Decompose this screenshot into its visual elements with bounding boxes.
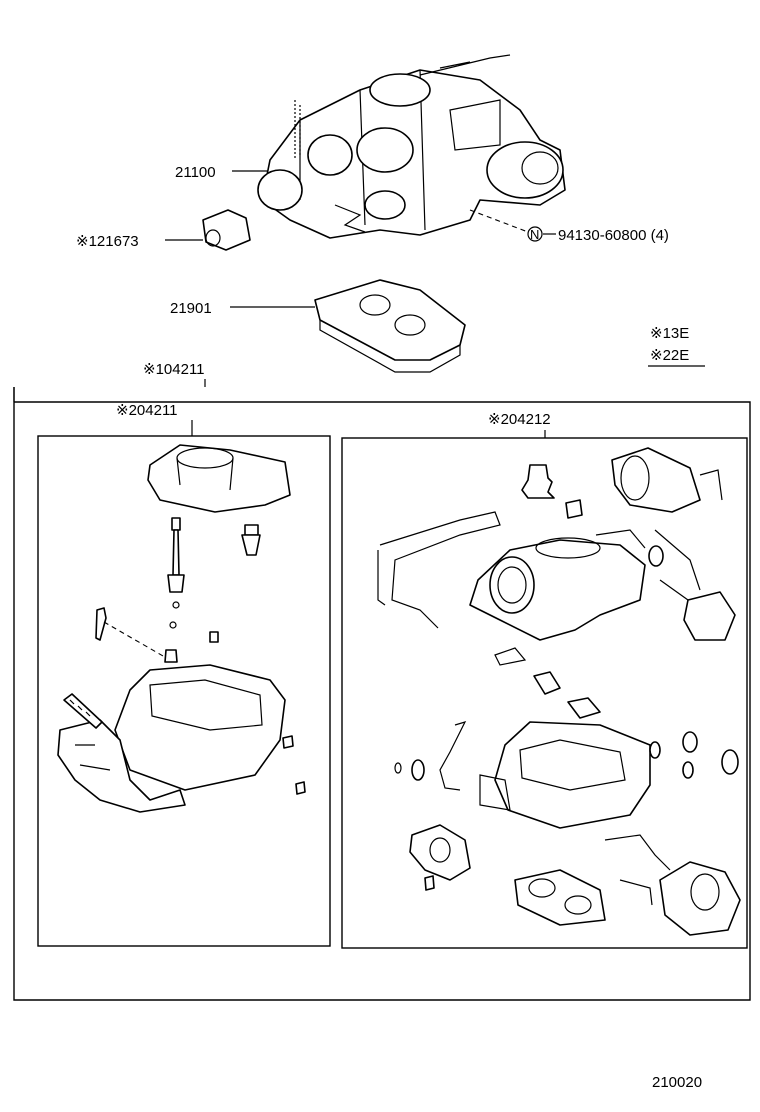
bolt-circle-icon bbox=[527, 226, 543, 242]
jet-part[interactable] bbox=[241, 524, 261, 556]
idle-screw-part[interactable] bbox=[63, 693, 103, 729]
label-bolt-marker: N bbox=[530, 227, 539, 242]
label-fuel-filter: ※121673 bbox=[76, 233, 139, 250]
dashed-guide-left bbox=[103, 621, 171, 661]
screw-small[interactable] bbox=[209, 631, 219, 643]
ball-check[interactable] bbox=[164, 649, 178, 663]
left-kit-box bbox=[37, 435, 331, 947]
ball-small-2 bbox=[169, 621, 177, 629]
o-ring-right[interactable] bbox=[648, 545, 664, 567]
label-left-kit: ※204211 bbox=[116, 402, 178, 419]
legend-item-1: ※13E bbox=[650, 325, 689, 342]
needle-valve-part[interactable] bbox=[167, 517, 185, 593]
gasket-small-2[interactable] bbox=[567, 697, 601, 719]
float-bowl-right[interactable] bbox=[479, 721, 651, 829]
leader-bolt bbox=[469, 209, 529, 233]
carb-body-part[interactable] bbox=[57, 664, 286, 813]
fuel-filter[interactable] bbox=[202, 209, 251, 251]
diaphragm-bottom-right[interactable] bbox=[604, 834, 741, 936]
label-carburetor-assembly: 21100 bbox=[175, 164, 216, 181]
legend-item-2: ※22E bbox=[650, 347, 689, 364]
small-ring-2[interactable] bbox=[411, 759, 425, 781]
small-screw-right[interactable] bbox=[424, 875, 435, 891]
throttle-linkage-right[interactable] bbox=[377, 511, 501, 629]
diaphragm-mid-right[interactable] bbox=[654, 529, 736, 641]
right-kit-box bbox=[341, 437, 748, 949]
label-bolt-part: 94130-60800 (4) bbox=[558, 227, 669, 244]
gasket-small-1[interactable] bbox=[533, 671, 561, 695]
pin-part[interactable] bbox=[95, 607, 107, 641]
base-gasket-right[interactable] bbox=[514, 869, 606, 926]
small-ring-5[interactable] bbox=[682, 761, 694, 779]
accel-pump-part[interactable] bbox=[409, 824, 471, 881]
pump-rod bbox=[439, 721, 467, 791]
small-screw-1[interactable] bbox=[282, 735, 294, 749]
label-right-kit: ※204212 bbox=[488, 411, 551, 428]
outer-kit-frame bbox=[13, 387, 751, 1001]
rubber-boot-part[interactable] bbox=[521, 464, 555, 499]
page-code: 210020 bbox=[652, 1074, 702, 1091]
plug-part[interactable] bbox=[565, 499, 583, 519]
carb-body-right[interactable] bbox=[469, 529, 646, 641]
insulator-gasket[interactable] bbox=[314, 279, 466, 373]
ball-small bbox=[172, 601, 180, 609]
diaphragm-top-right[interactable] bbox=[611, 447, 723, 513]
label-outer-kit: ※104211 bbox=[143, 361, 205, 378]
small-screw-2[interactable] bbox=[295, 781, 306, 795]
small-ring-1 bbox=[394, 762, 402, 774]
small-ring-3[interactable] bbox=[649, 741, 661, 759]
carburetor-assembly[interactable] bbox=[257, 54, 566, 239]
label-insulator: 21901 bbox=[170, 300, 212, 317]
small-ring-4[interactable] bbox=[682, 731, 698, 753]
small-bracket bbox=[494, 647, 527, 666]
air-horn-part[interactable] bbox=[147, 444, 291, 513]
small-ring-6[interactable] bbox=[721, 749, 739, 775]
